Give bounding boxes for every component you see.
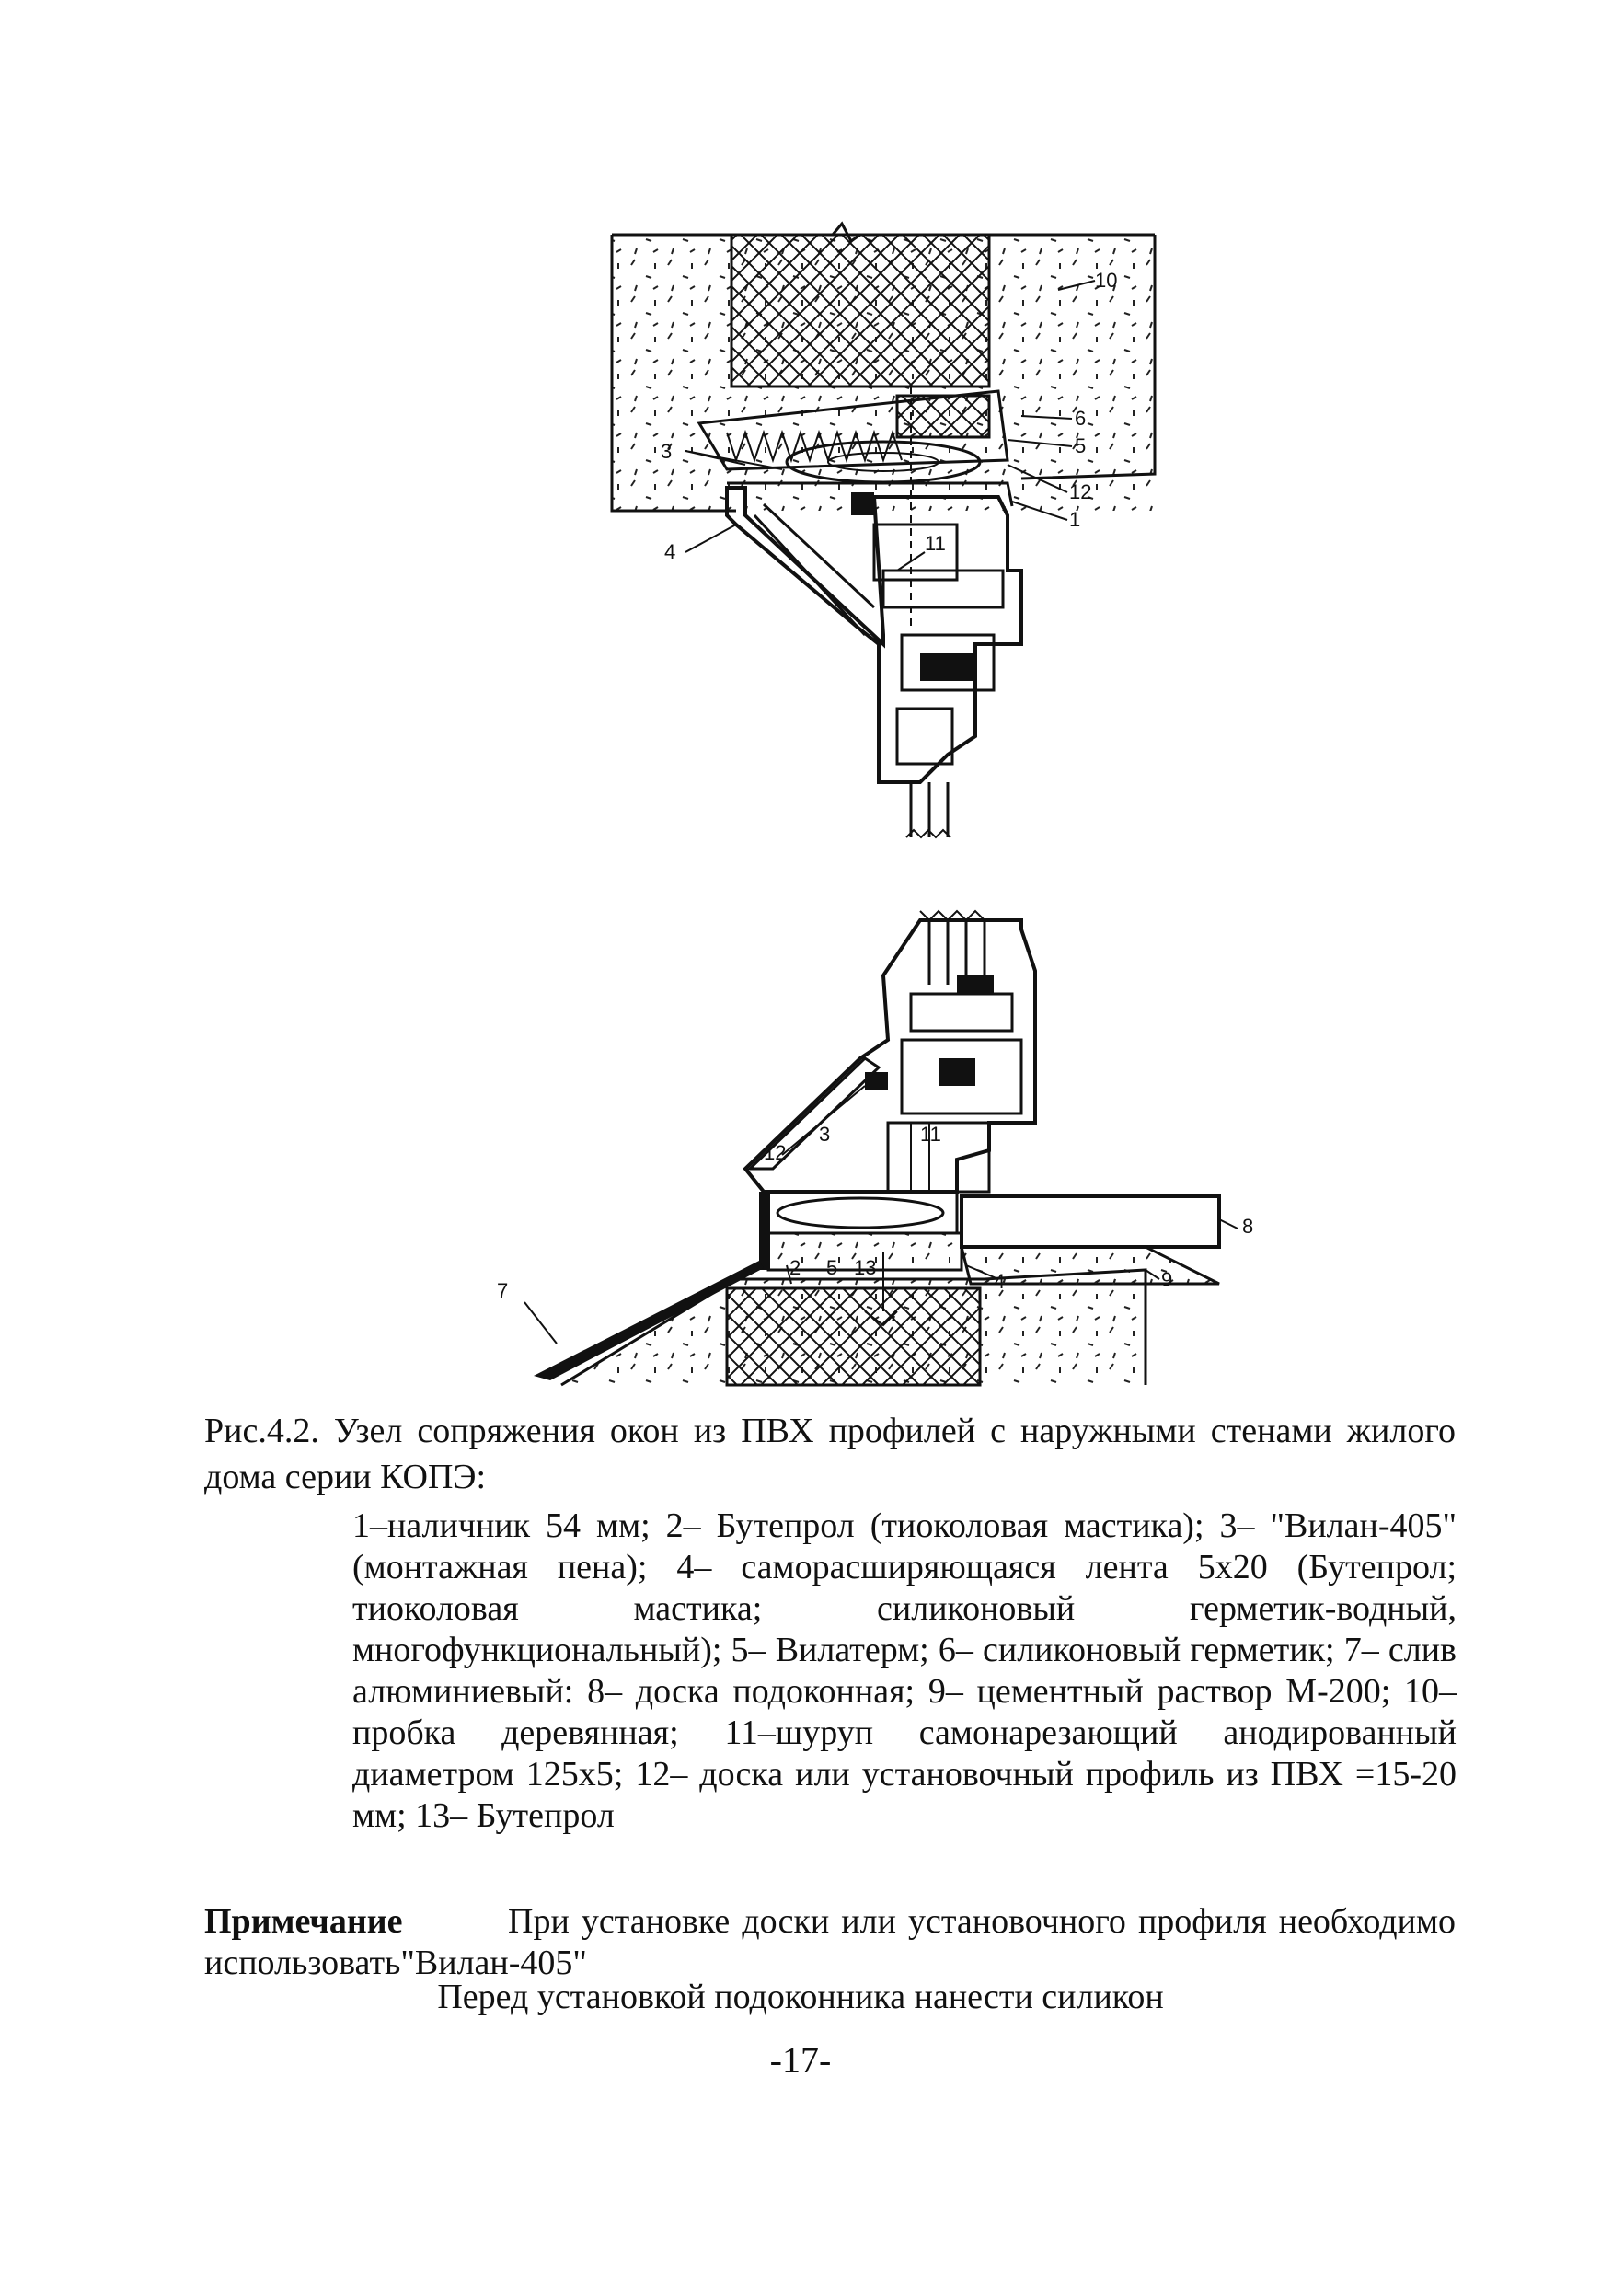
note-extra: Перед установкой подоконника нанести сил… bbox=[437, 1978, 1164, 2016]
bottom-detail: 3 11 12 8 7 2 5 13 4 9 bbox=[497, 909, 1253, 1387]
wall-block-hatched bbox=[725, 1286, 982, 1387]
top-detail: 10 6 5 3 12 1 4 11 bbox=[610, 221, 1157, 839]
callout-13: 13 bbox=[854, 1256, 876, 1279]
note-block: Примечание При установке доски или устан… bbox=[204, 1901, 1456, 1982]
figure-legend: 1–наличник 54 мм; 2– Бутепрол (тиоколова… bbox=[352, 1506, 1457, 1835]
callout-5-bottom: 5 bbox=[826, 1256, 837, 1279]
callout-4-bottom: 4 bbox=[994, 1270, 1005, 1293]
callout-2: 2 bbox=[789, 1256, 800, 1279]
window-sill-board bbox=[960, 1194, 1221, 1249]
callout-6: 6 bbox=[1075, 407, 1086, 430]
page-number: -17- bbox=[769, 2039, 832, 2081]
wooden-plug bbox=[730, 233, 991, 388]
callout-11-bottom: 11 bbox=[920, 1123, 941, 1146]
callout-5: 5 bbox=[1075, 434, 1086, 457]
caption-title: Рис.4.2. Узел сопряжения окон из ПВХ про… bbox=[204, 1412, 1456, 1496]
aluminium-drip bbox=[534, 1261, 764, 1380]
note-text: При установке доски или установочного пр… bbox=[204, 1902, 1456, 1982]
callout-3-top: 3 bbox=[661, 440, 672, 463]
callout-10: 10 bbox=[1095, 269, 1117, 292]
callout-12-bottom: 12 bbox=[764, 1141, 786, 1164]
callout-12: 12 bbox=[1069, 480, 1091, 503]
callout-7: 7 bbox=[497, 1279, 508, 1302]
callout-4-top: 4 bbox=[664, 540, 675, 563]
callout-1: 1 bbox=[1069, 508, 1080, 531]
callout-9: 9 bbox=[1161, 1268, 1172, 1291]
figure-caption: Рис.4.2. Узел сопряжения окон из ПВХ про… bbox=[204, 1408, 1456, 1500]
window-junction-drawing: 10 6 5 3 12 1 4 11 bbox=[497, 221, 1253, 1387]
callout-3-bottom: 3 bbox=[819, 1123, 830, 1146]
callout-11-top: 11 bbox=[925, 532, 946, 555]
callout-8: 8 bbox=[1242, 1215, 1253, 1238]
note-label: Примечание bbox=[204, 1902, 403, 1941]
